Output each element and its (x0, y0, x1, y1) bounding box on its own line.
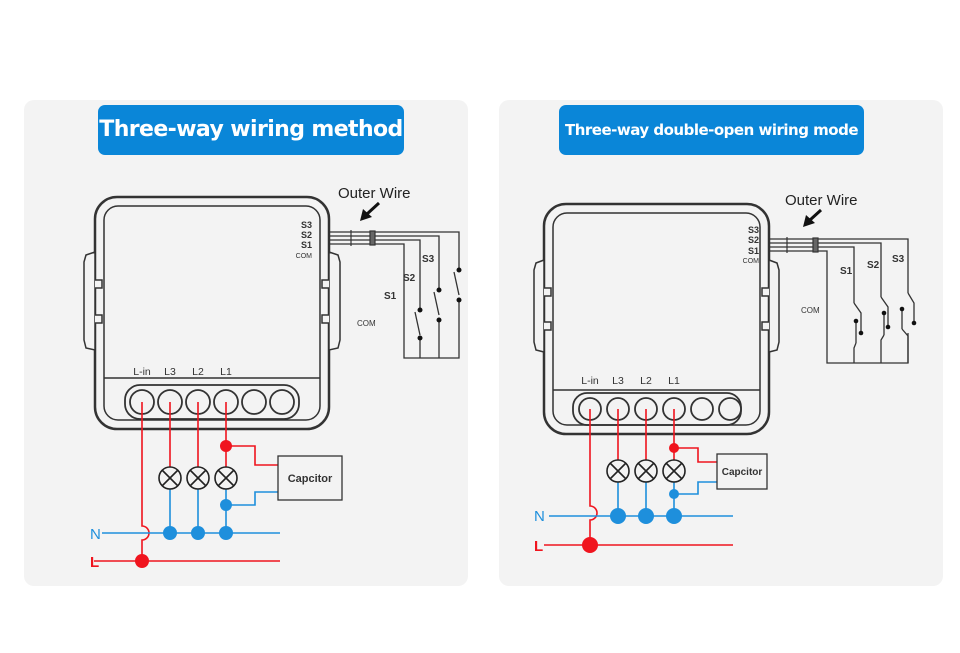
lamp-icon (606, 459, 686, 483)
module-label-s2: S2 (748, 235, 759, 245)
terminal-label-l1: L1 (668, 375, 680, 387)
junction-dots (135, 440, 233, 568)
terminal-block (129, 389, 295, 415)
module-label-s1: S1 (748, 246, 759, 256)
module-label-s2: S2 (301, 230, 312, 240)
switch-s1-lever (414, 311, 421, 336)
terminal-spare-1 (690, 397, 714, 421)
module-label-s1: S1 (301, 240, 312, 250)
mounting-clip-right (761, 258, 780, 353)
external-switch-circuit (376, 231, 460, 359)
terminal-label-l3: L3 (164, 366, 176, 378)
terminal-label-l2: L2 (640, 375, 652, 387)
arrow-icon (360, 201, 381, 221)
mounting-clip-left (83, 250, 103, 351)
capacitor-label: Capcitor (288, 473, 333, 485)
live-label: L (90, 554, 99, 571)
outer-wire-bundle (769, 237, 819, 253)
switch-label-s2: S2 (403, 273, 416, 284)
live-label: L (534, 538, 543, 555)
load-wiring (544, 409, 733, 546)
switch-s2-lever (433, 291, 440, 316)
external-switch-circuit (819, 238, 915, 364)
terminal-spare-2 (718, 397, 742, 421)
neutral-label: N (534, 508, 545, 525)
capacitor-box (277, 455, 343, 501)
junction-dots (582, 443, 682, 553)
terminal-label-l3: L3 (612, 375, 624, 387)
switch-label-s1: S1 (384, 291, 397, 302)
switch-s3-lever (453, 271, 460, 296)
module-label-s3: S3 (748, 225, 759, 235)
outer-wire-label: Outer Wire (338, 185, 411, 202)
module-label-s3: S3 (301, 220, 312, 230)
wiring-panel-three-way: Three-way wiring method (24, 100, 468, 586)
arrow-icon (803, 208, 823, 227)
mounting-clip-right (321, 250, 341, 351)
terminal-label-l1: L1 (220, 366, 232, 378)
wiring-diagram-double-open: L-in L3 L2 L1 S3 S2 S1 COM Outer Wire (533, 192, 917, 555)
wiring-diagram-three-way: L-in L3 L2 L1 S3 S2 S1 COM Outer Wire (83, 185, 462, 571)
neutral-label: N (90, 526, 101, 543)
outer-wire-label: Outer Wire (785, 192, 858, 209)
switch-label-com: COM (357, 319, 376, 328)
switch-label-com: COM (801, 306, 820, 315)
mounting-clip-left (533, 258, 552, 353)
capacitor-box (716, 453, 768, 490)
capacitor-label: Capcitor (722, 467, 763, 478)
panel-title: Three-way wiring method (98, 105, 404, 155)
terminal-spare-2 (269, 389, 295, 415)
module-label-com: COM (743, 258, 760, 265)
switch-label-s1: S1 (840, 266, 853, 277)
switch-label-s3: S3 (422, 254, 435, 265)
terminal-label-l-in: L-in (581, 375, 599, 387)
module-label-com: COM (296, 253, 313, 260)
terminal-label-l-in: L-in (133, 366, 151, 378)
lamp-icon (158, 466, 238, 490)
terminal-spare-1 (241, 389, 267, 415)
terminal-block (578, 397, 742, 421)
load-wiring (94, 402, 280, 562)
switch-label-s3: S3 (892, 254, 905, 265)
switch-label-s2: S2 (867, 260, 880, 271)
outer-wire-bundle (329, 230, 376, 246)
wiring-panel-double-open: Three-way double-open wiring mode (499, 100, 943, 586)
smart-switch-module (93, 195, 331, 431)
terminal-label-l2: L2 (192, 366, 204, 378)
panel-title: Three-way double-open wiring mode (559, 105, 864, 155)
